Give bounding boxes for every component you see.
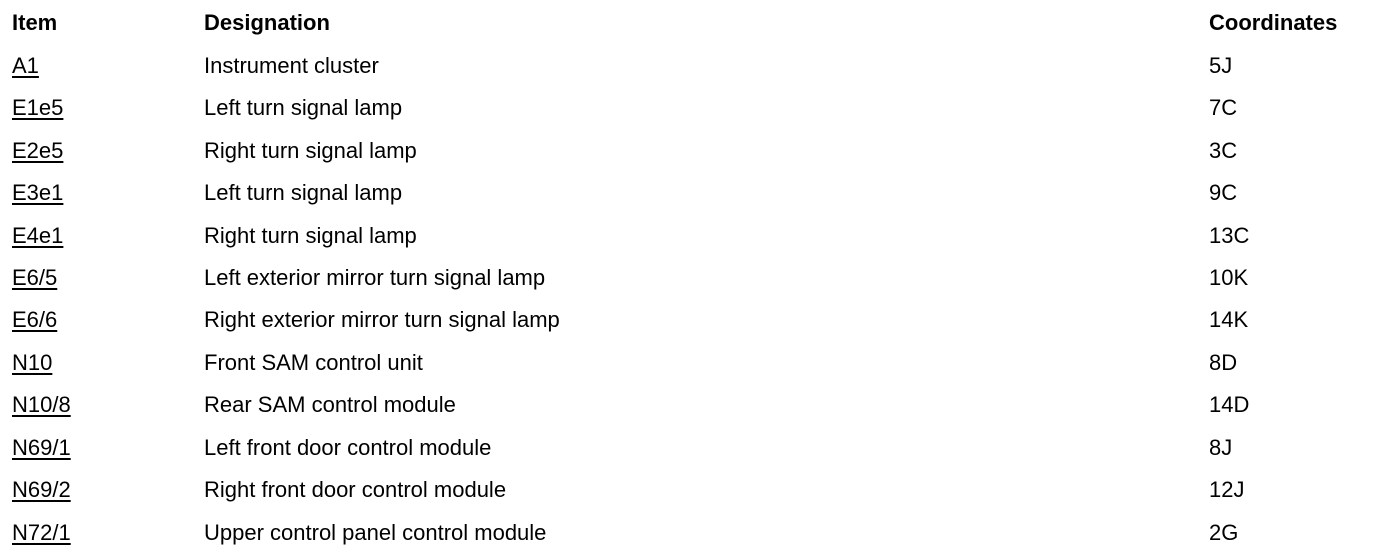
coordinates-cell: 8J	[1209, 435, 1233, 460]
table-row: E1e5 Left turn signal lamp 7C	[0, 88, 1376, 128]
designation-cell: Upper control panel control module	[204, 520, 547, 545]
coordinates-cell: 8D	[1209, 350, 1238, 375]
table-row: E2e5 Right turn signal lamp 3C	[0, 131, 1376, 171]
table-row: N69/1 Left front door control module 8J	[0, 428, 1376, 468]
header-designation: Designation	[204, 10, 330, 35]
designation-cell: Right exterior mirror turn signal lamp	[204, 307, 560, 332]
table-row: E6/5 Left exterior mirror turn signal la…	[0, 258, 1376, 298]
table-row: E6/6 Right exterior mirror turn signal l…	[0, 300, 1376, 340]
coordinates-cell: 3C	[1209, 138, 1238, 163]
item-link-e2e5[interactable]: E2e5	[12, 138, 64, 163]
table-row: E3e1 Left turn signal lamp 9C	[0, 173, 1376, 213]
item-link-e6-5[interactable]: E6/5	[12, 265, 58, 290]
header-coordinates: Coordinates	[1209, 10, 1338, 35]
table-row: N69/2 Right front door control module 12…	[0, 470, 1376, 510]
coordinates-cell: 10K	[1209, 265, 1249, 290]
table-row: E4e1 Right turn signal lamp 13C	[0, 216, 1376, 256]
designation-cell: Rear SAM control module	[204, 392, 456, 417]
item-link-n69-2[interactable]: N69/2	[12, 477, 71, 502]
item-link-n10-8[interactable]: N10/8	[12, 392, 71, 417]
coordinates-cell: 9C	[1209, 180, 1238, 205]
coordinates-cell: 2G	[1209, 520, 1239, 545]
designation-cell: Right turn signal lamp	[204, 138, 417, 163]
item-link-n10[interactable]: N10	[12, 350, 53, 375]
coordinates-cell: 12J	[1209, 477, 1245, 502]
designation-cell: Left turn signal lamp	[204, 95, 403, 120]
designation-cell: Right turn signal lamp	[204, 223, 417, 248]
table-row: N10/8 Rear SAM control module 14D	[0, 385, 1376, 425]
coordinates-cell: 14K	[1209, 307, 1249, 332]
table-header-row: Item Designation Coordinates	[0, 3, 1376, 43]
designation-cell: Right front door control module	[204, 477, 507, 502]
coordinates-cell: 13C	[1209, 223, 1250, 248]
designation-cell: Left front door control module	[204, 435, 492, 460]
item-link-e3e1[interactable]: E3e1	[12, 180, 64, 205]
designation-cell: Left exterior mirror turn signal lamp	[204, 265, 546, 290]
item-link-n72-1[interactable]: N72/1	[12, 520, 71, 545]
item-link-e1e5[interactable]: E1e5	[12, 95, 64, 120]
designation-cell: Instrument cluster	[204, 53, 379, 78]
item-link-e4e1[interactable]: E4e1	[12, 223, 64, 248]
designation-cell: Left turn signal lamp	[204, 180, 403, 205]
designation-cell: Front SAM control unit	[204, 350, 423, 375]
coordinates-cell: 5J	[1209, 53, 1233, 78]
item-link-n69-1[interactable]: N69/1	[12, 435, 71, 460]
table-row: N72/1 Upper control panel control module…	[0, 513, 1376, 553]
coordinates-cell: 7C	[1209, 95, 1238, 120]
item-link-e6-6[interactable]: E6/6	[12, 307, 58, 332]
coordinates-cell: 14D	[1209, 392, 1250, 417]
table-row: A1 Instrument cluster 5J	[0, 46, 1376, 86]
item-link-a1[interactable]: A1	[12, 53, 39, 78]
header-item: Item	[12, 10, 58, 35]
table-row: N10 Front SAM control unit 8D	[0, 343, 1376, 383]
